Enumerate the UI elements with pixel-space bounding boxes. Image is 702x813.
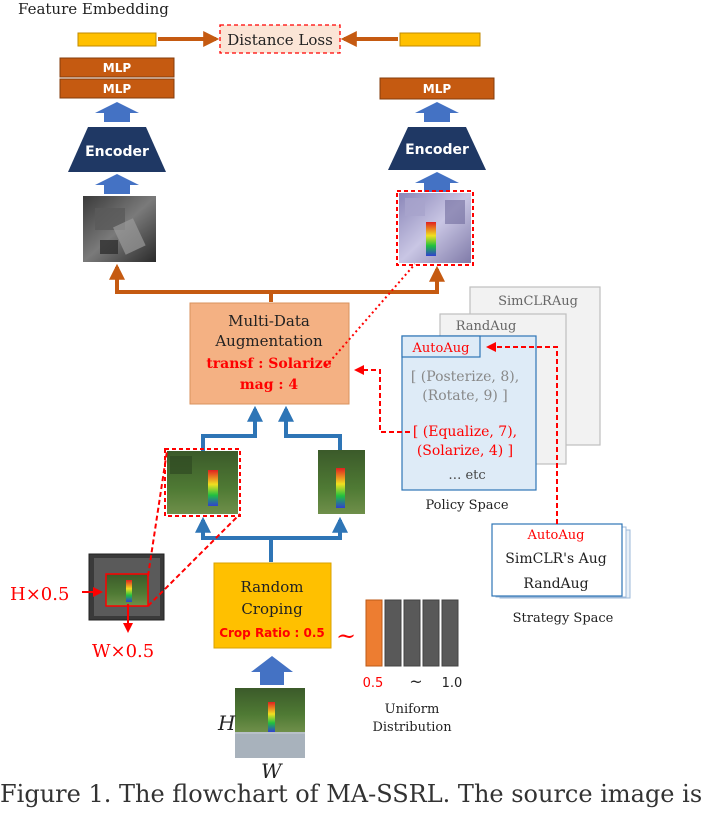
cropped-view-left [164, 448, 241, 517]
policy-to-augmentation-arrow [354, 365, 410, 433]
policy-a-line2: (Rotate, 9) ] [422, 388, 508, 404]
up-arrow-encoder-to-mlp-left [95, 102, 139, 122]
up-arrow-source-to-cropping [251, 656, 293, 685]
distribution-tilde: ~ [409, 672, 422, 691]
up-arrow-encoder-to-mlp-right [415, 102, 459, 122]
augmentation-title-line2: Augmentation [214, 332, 323, 350]
distance-loss-box [219, 24, 341, 54]
crop-tilde: ~ [336, 622, 356, 650]
strategy-space-stack [491, 523, 631, 599]
strategy-randaug: RandAug [523, 576, 588, 592]
crop-ratio-label: Crop Ratio : 0.5 [219, 626, 325, 640]
encoder-left [68, 127, 166, 172]
mlp-left-bottom [59, 78, 175, 99]
policy-a-line1: [ (Posterize, 8), [411, 369, 519, 385]
strategy-space-label: Strategy Space [513, 611, 614, 626]
source-width-label: W [261, 759, 283, 783]
augmentation-mag: mag : 4 [240, 377, 299, 393]
rand-aug-tab: RandAug [456, 319, 517, 334]
feature-embedding-title: Feature Embedding [18, 0, 169, 18]
flowchart-figure: Feature Embedding Distance Loss MLP MLP … [10, 0, 631, 783]
cropped-view-right [318, 450, 365, 514]
augmentation-transf: transf : Solarize [206, 356, 331, 372]
up-arrow-image-to-encoder-left [95, 174, 139, 194]
strategy-autoaug: AutoAug [527, 528, 585, 543]
mlp-left-bottom-label: MLP [103, 82, 132, 96]
distribution-label-line1: Uniform [385, 702, 440, 717]
crop-height-label: H×0.5 [10, 584, 69, 605]
distance-loss-label: Distance Loss [227, 31, 333, 49]
up-arrow-image-to-encoder-right [415, 172, 459, 192]
crop-zoom-line-bottom [147, 513, 241, 607]
mlp-left-top [59, 57, 175, 78]
policy-space-stack: SimCLRAug RandAug AutoAug [ (Posterize, … [401, 286, 601, 491]
encoder-right [388, 127, 486, 170]
feature-vector-right [399, 32, 481, 47]
blue-merge-arrows [201, 405, 342, 452]
figure-caption: Figure 1. The flowchart of MA-SSRL. The … [0, 780, 702, 808]
augmented-image-grayscale [83, 196, 156, 262]
multi-data-augmentation-box [189, 302, 350, 405]
augmented-image-solarized [396, 190, 474, 266]
auto-aug-tab: AutoAug [412, 341, 470, 356]
source-height-label: H [217, 711, 236, 735]
crop-zoom-line-top [147, 450, 168, 577]
cropping-title-line2: Croping [241, 600, 303, 618]
augmentation-title-line1: Multi-Data [228, 312, 310, 330]
encoder-right-label: Encoder [405, 142, 469, 158]
policy-b-line2: (Solarize, 4) ] [417, 443, 513, 459]
distribution-low: 0.5 [363, 676, 384, 691]
feature-vector-left [77, 32, 157, 47]
strategy-simclr: SimCLR's Aug [505, 551, 607, 567]
policy-space-label: Policy Space [425, 498, 508, 513]
uniform-distribution-bars [365, 599, 459, 667]
autoaug-tab-box [401, 335, 481, 358]
source-image [235, 688, 305, 758]
mlp-right-label: MLP [423, 82, 452, 96]
random-cropping-box [213, 562, 332, 649]
crop-width-label: W×0.5 [92, 641, 154, 662]
encoder-left-label: Encoder [85, 144, 149, 160]
cropping-title-line1: Random [240, 578, 303, 596]
blue-crop-arrows [195, 516, 348, 562]
distribution-label-line2: Distribution [372, 720, 452, 735]
mlp-right [379, 77, 495, 100]
simclr-aug-tab: SimCLRAug [498, 294, 578, 309]
autoaug-policy-box [401, 335, 537, 491]
crop-illustration [88, 553, 165, 621]
orange-branch-arrows [109, 263, 445, 302]
strategy-to-autoaug-arrow [486, 342, 558, 524]
mlp-left-top-label: MLP [103, 61, 132, 75]
policy-b-line1: [ (Equalize, 7), [413, 424, 517, 440]
policy-etc: … etc [448, 468, 485, 483]
distribution-high: 1.0 [442, 676, 463, 691]
